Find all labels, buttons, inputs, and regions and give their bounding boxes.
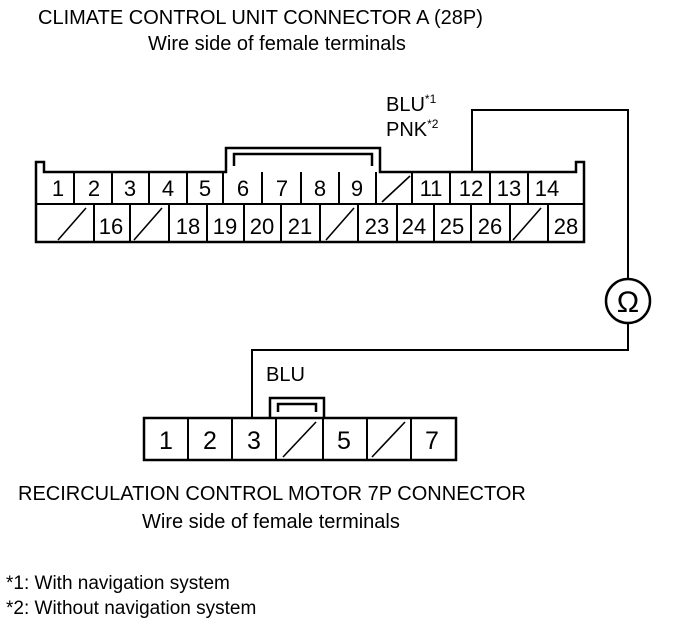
pin-b-3: 3: [247, 427, 261, 455]
wire-meter-to-pin3: [251, 323, 629, 418]
connector-b-dividers: [187, 418, 412, 460]
ohm-symbol: Ω: [617, 286, 639, 319]
connector-b-lock-inner: [276, 402, 318, 412]
pin-a-12: 12: [459, 176, 483, 201]
connector-a-lock-tab: [232, 152, 374, 166]
pin-a-23: 23: [365, 214, 389, 239]
pin-a-20: 20: [250, 214, 274, 239]
pin-b-6-empty: [371, 421, 406, 458]
pin-a-8: 8: [314, 176, 326, 201]
pin-b-7: 7: [425, 427, 439, 455]
wire-label-bottom: BLU: [266, 364, 305, 386]
pin-a-1: 1: [52, 176, 64, 201]
note-1: *1: With navigation system: [6, 573, 230, 594]
connector-a-row1-dividers: [73, 172, 529, 204]
wire-label-top-2: PNK*2: [386, 117, 439, 141]
pin-a-7: 7: [276, 176, 288, 201]
pin-a-15-empty: [57, 207, 87, 241]
wire-label-top-1: BLU*1: [386, 92, 437, 116]
pin-a-18: 18: [176, 214, 200, 239]
note-2: *2: Without navigation system: [6, 598, 256, 619]
pin-a-10-empty: [381, 175, 411, 203]
pin-a-17-empty: [133, 207, 163, 241]
connector-b-subtitle: Wire side of female terminals: [142, 511, 400, 533]
pin-a-21: 21: [288, 214, 312, 239]
pin-a-26: 26: [478, 214, 502, 239]
connector-a-row2-dividers: [93, 204, 549, 242]
pin-b-2: 2: [203, 427, 217, 455]
pin-a-16: 16: [99, 214, 123, 239]
connector-a-subtitle: Wire side of female terminals: [148, 33, 406, 55]
pin-a-3: 3: [124, 176, 136, 201]
pin-b-1: 1: [159, 427, 173, 455]
pin-a-5: 5: [199, 176, 211, 201]
pin-a-6: 6: [237, 176, 249, 201]
wire-pin12-to-meter: [471, 109, 629, 280]
connector-b-lock-tab: [268, 396, 326, 418]
pin-a-24: 24: [402, 214, 426, 239]
connector-b-title: RECIRCULATION CONTROL MOTOR 7P CONNECTOR: [18, 483, 526, 505]
connector-a-title: CLIMATE CONTROL UNIT CONNECTOR A (28P): [38, 7, 483, 29]
pin-b-5: 5: [337, 427, 351, 455]
pin-a-13: 13: [497, 176, 521, 201]
pin-a-19: 19: [213, 214, 237, 239]
pin-a-14: 14: [535, 176, 559, 201]
pin-a-27-empty: [512, 207, 542, 241]
connector-b-outline: [142, 416, 458, 462]
connector-b: 1 2 3 5 7: [142, 396, 458, 462]
pin-a-28: 28: [554, 214, 578, 239]
connector-a-outline: [34, 146, 586, 244]
pin-a-11: 11: [420, 176, 443, 201]
pin-b-4-empty: [282, 421, 317, 458]
connector-a: 1 2 3 4 5 6 7 8 9 11 12 13 14 16 18 19 2…: [34, 146, 586, 244]
pin-a-22-empty: [325, 207, 355, 241]
pin-a-4: 4: [162, 176, 174, 201]
pin-a-9: 9: [351, 176, 363, 201]
pin-a-25: 25: [440, 214, 464, 239]
pin-a-2: 2: [88, 176, 100, 201]
